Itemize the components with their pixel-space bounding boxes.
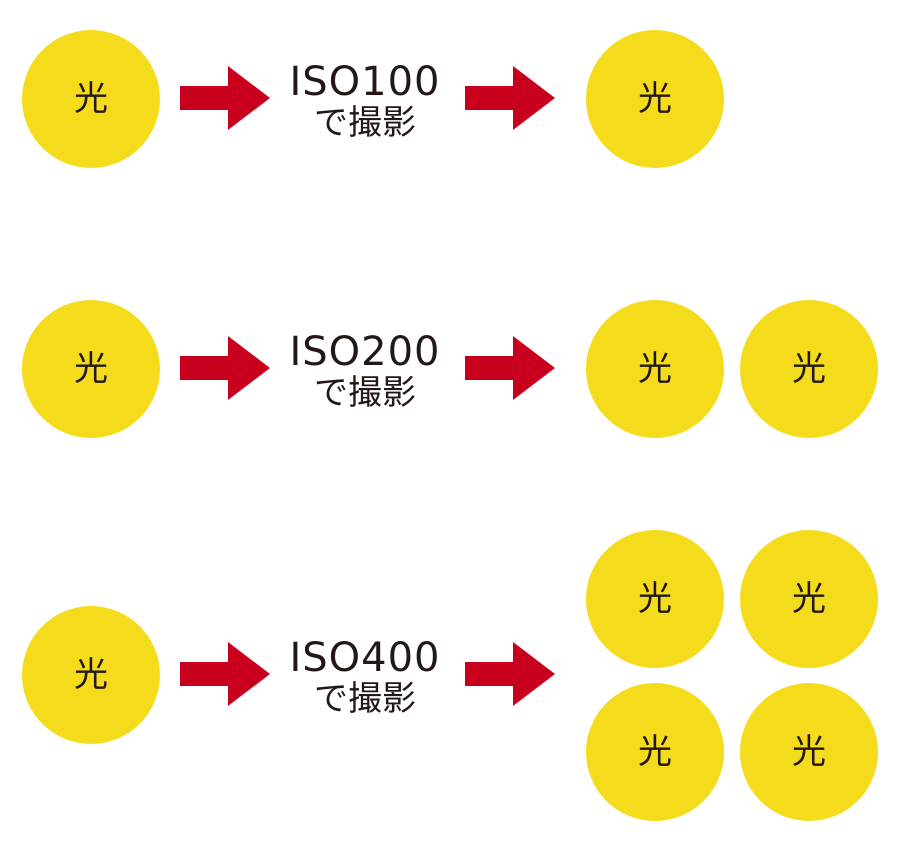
output-light-circle: 光 bbox=[586, 30, 724, 168]
output-light-circle: 光 bbox=[740, 300, 878, 438]
right-arrow-icon bbox=[180, 66, 270, 130]
action-text: で撮影 bbox=[314, 679, 416, 719]
output-light-circle: 光 bbox=[586, 300, 724, 438]
right-arrow-icon bbox=[465, 336, 555, 400]
iso-setting-label: ISO400 で撮影 bbox=[275, 638, 455, 716]
light-label: 光 bbox=[638, 579, 672, 619]
output-light-circle: 光 bbox=[740, 683, 878, 821]
input-light-circle: 光 bbox=[22, 606, 160, 744]
light-label: 光 bbox=[638, 349, 672, 389]
iso-value: ISO100 bbox=[289, 59, 441, 105]
right-arrow-icon bbox=[465, 66, 555, 130]
action-text: で撮影 bbox=[314, 373, 416, 413]
light-label: 光 bbox=[74, 349, 108, 389]
input-light-circle: 光 bbox=[22, 30, 160, 168]
light-label: 光 bbox=[638, 732, 672, 772]
light-label: 光 bbox=[792, 579, 826, 619]
light-label: 光 bbox=[74, 79, 108, 119]
action-text: で撮影 bbox=[314, 103, 416, 143]
light-label: 光 bbox=[792, 349, 826, 389]
right-arrow-icon bbox=[180, 642, 270, 706]
right-arrow-icon bbox=[180, 336, 270, 400]
output-light-circle: 光 bbox=[586, 683, 724, 821]
iso-value: ISO400 bbox=[289, 635, 441, 681]
iso-setting-label: ISO200 で撮影 bbox=[275, 332, 455, 410]
output-light-circle: 光 bbox=[586, 530, 724, 668]
iso-setting-label: ISO100 で撮影 bbox=[275, 62, 455, 140]
light-label: 光 bbox=[74, 655, 108, 695]
right-arrow-icon bbox=[465, 642, 555, 706]
input-light-circle: 光 bbox=[22, 300, 160, 438]
iso-value: ISO200 bbox=[289, 329, 441, 375]
light-label: 光 bbox=[638, 79, 672, 119]
output-light-circle: 光 bbox=[740, 530, 878, 668]
light-label: 光 bbox=[792, 732, 826, 772]
